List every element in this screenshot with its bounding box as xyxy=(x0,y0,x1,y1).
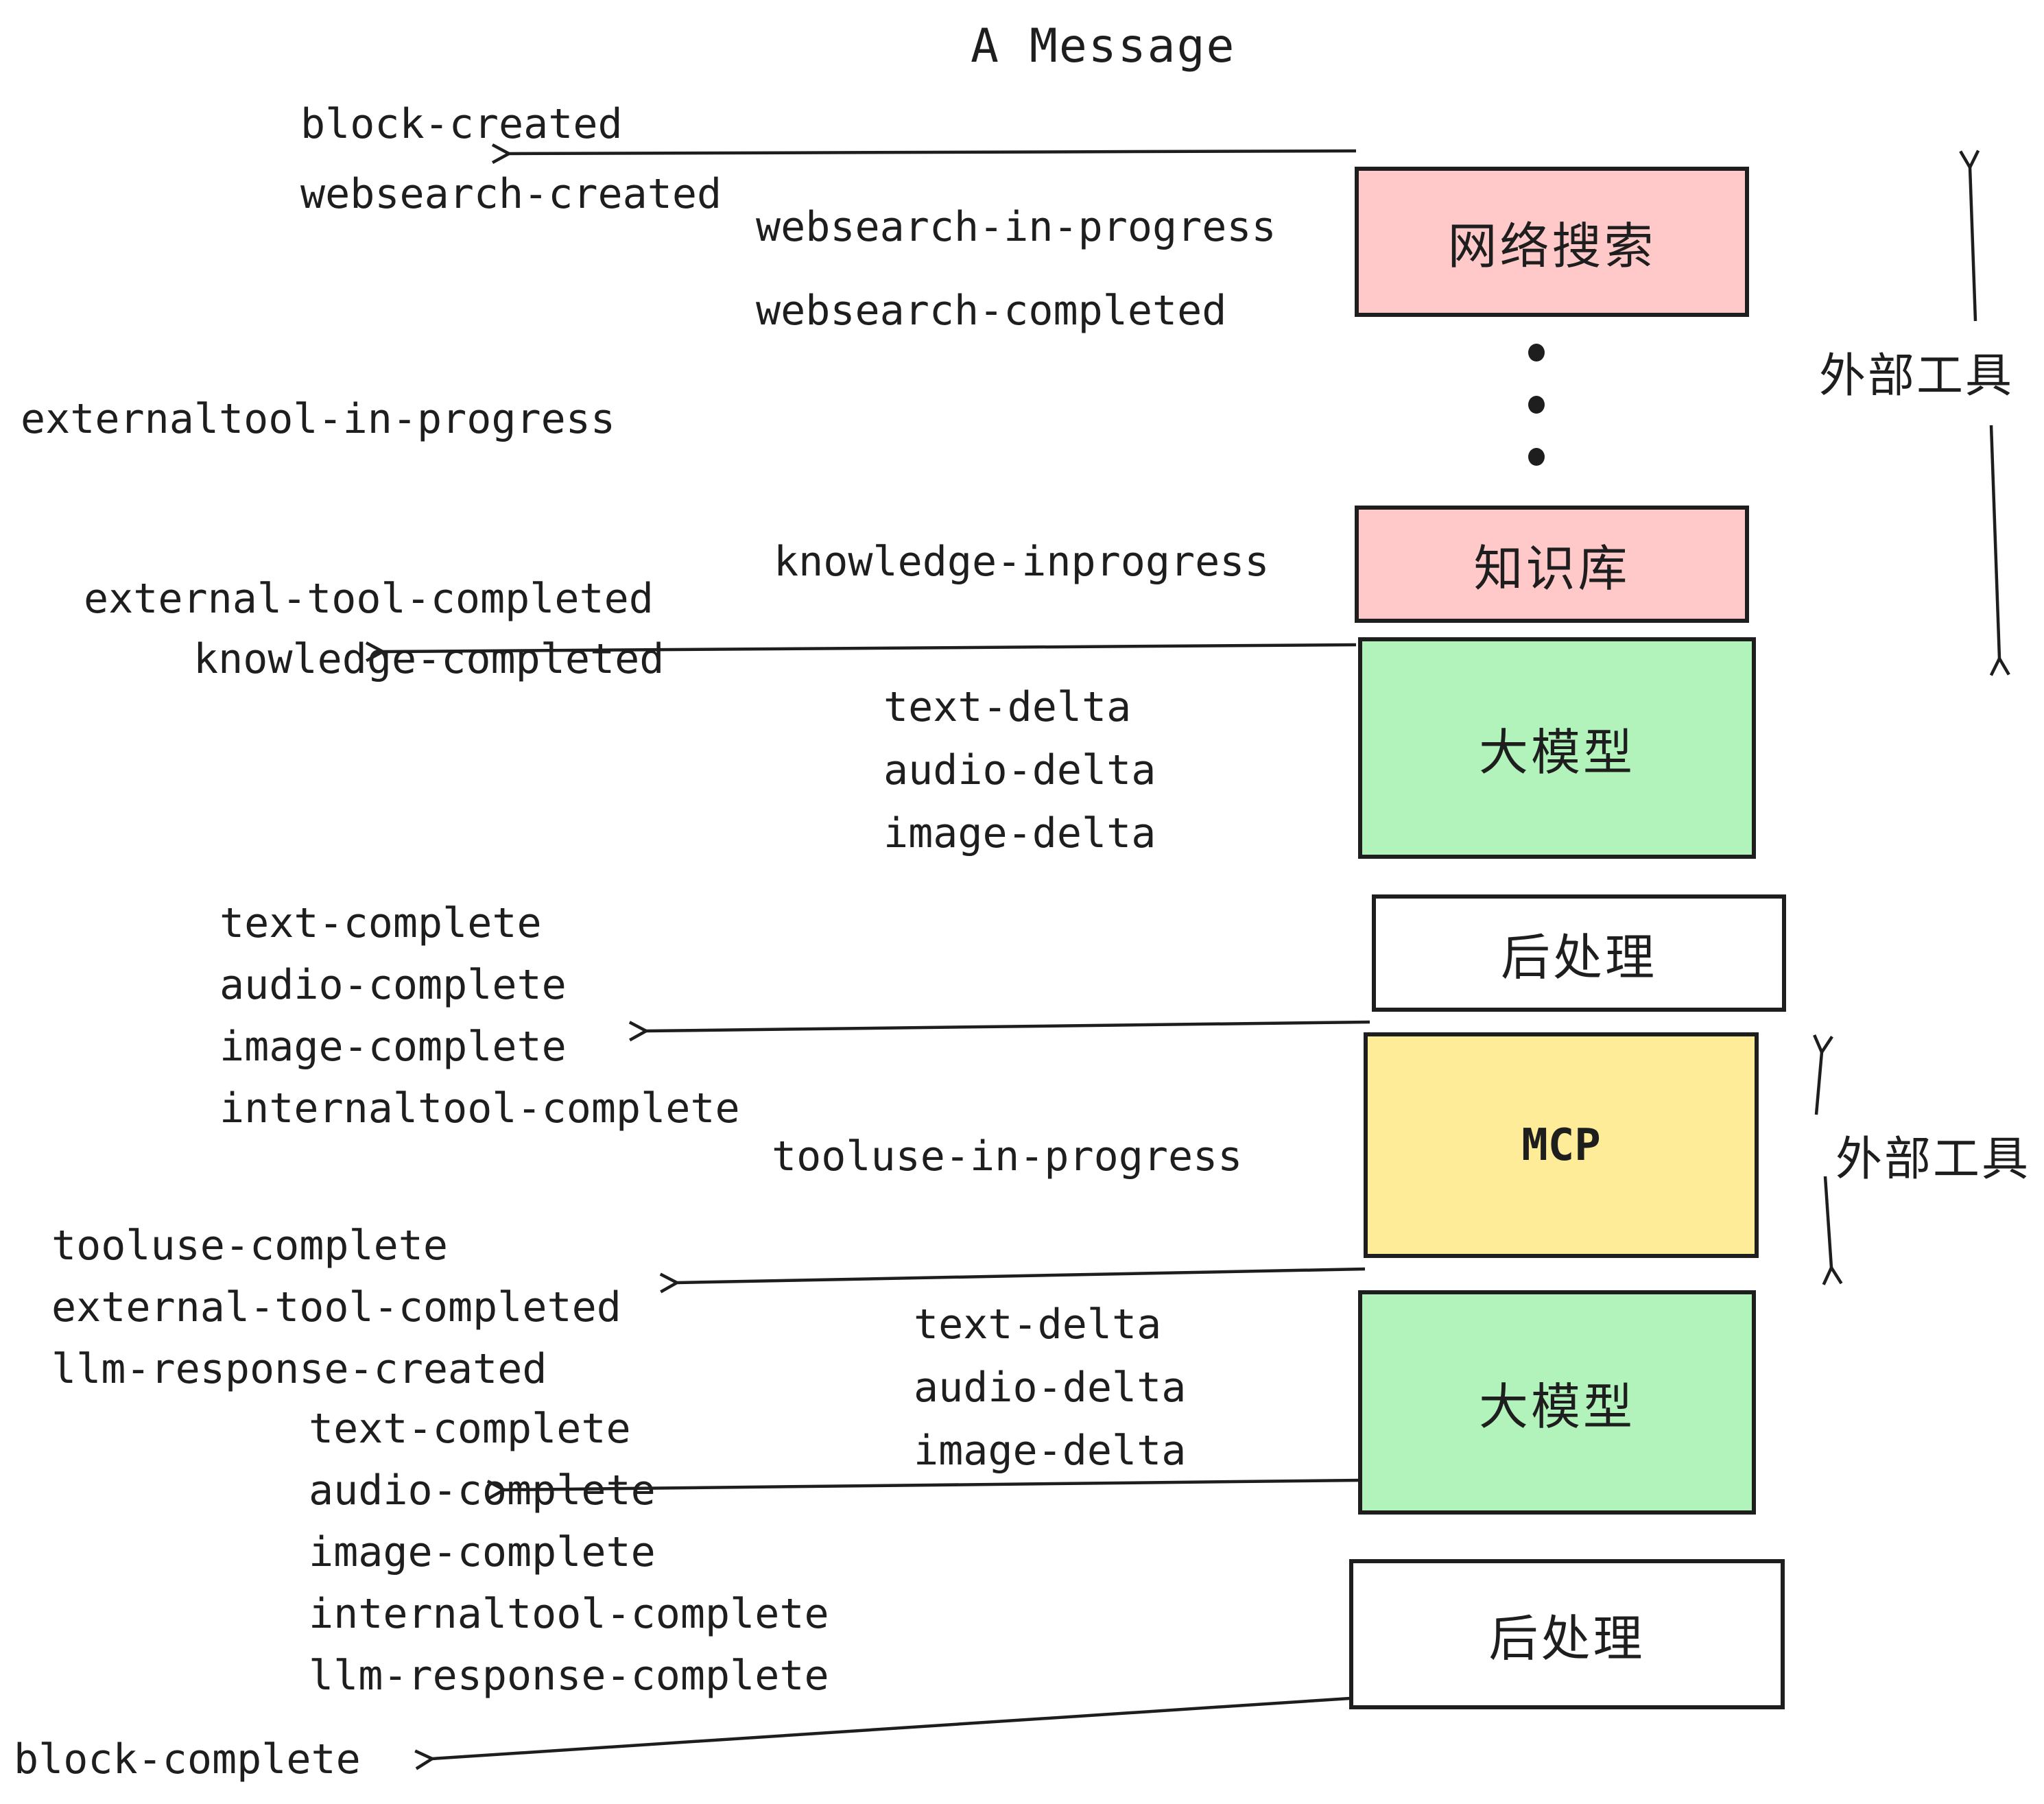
event-external-tool-completed-2: external-tool-completed xyxy=(51,1283,621,1331)
event-llm-response-created: llm-response-created xyxy=(51,1345,547,1393)
box-postprocess-1-label: 后处理 xyxy=(1500,929,1657,986)
event-audio-delta-2: audio-delta xyxy=(914,1364,1187,1412)
event-image-complete-2: image-complete xyxy=(309,1528,656,1576)
arrow-external-tools-1-up xyxy=(1970,167,1975,322)
event-audio-complete-2: audio-complete xyxy=(309,1467,656,1515)
event-text-complete-2: text-complete xyxy=(309,1405,631,1453)
event-internaltool-complete-1: internaltool-complete xyxy=(219,1084,740,1132)
arrow-post2-to-block-complete xyxy=(432,1696,1351,1759)
dot xyxy=(1528,396,1545,414)
event-tooluse-complete: tooluse-complete xyxy=(51,1222,448,1270)
arrow-post1-to-image-complete xyxy=(646,1020,1370,1031)
event-image-delta-1: image-delta xyxy=(883,809,1156,857)
box-llm-2: 大模型 xyxy=(1358,1290,1756,1515)
box-knowledge: 知识库 xyxy=(1355,506,1749,623)
event-tooluse-in-progress: tooluse-in-progress xyxy=(772,1132,1243,1180)
event-internaltool-complete-2: internaltool-complete xyxy=(309,1590,829,1638)
event-block-complete: block-complete xyxy=(14,1735,361,1783)
side-label-external-tools-1: 外部工具 xyxy=(1819,349,2015,403)
event-image-delta-2: image-delta xyxy=(914,1427,1187,1475)
event-audio-complete-1: audio-complete xyxy=(219,961,567,1009)
event-text-complete-1: text-complete xyxy=(219,899,542,947)
event-audio-delta-1: audio-delta xyxy=(883,746,1156,794)
event-image-complete-1: image-complete xyxy=(219,1023,567,1071)
arrow-external-tools-1-down xyxy=(1989,425,1999,658)
event-externaltool-in-progress: externaltool-in-progress xyxy=(21,395,615,443)
event-websearch-created: websearch-created xyxy=(300,170,722,218)
dot xyxy=(1528,448,1545,466)
box-postprocess-2-label: 后处理 xyxy=(1488,1610,1645,1667)
ellipsis-dots xyxy=(1528,344,1545,500)
box-mcp-label: MCP xyxy=(1521,1119,1601,1171)
event-knowledge-completed: knowledge-completed xyxy=(193,635,665,683)
box-llm-1: 大模型 xyxy=(1358,637,1756,859)
box-llm-2-label: 大模型 xyxy=(1478,1378,1635,1436)
event-text-delta-2: text-delta xyxy=(914,1301,1162,1349)
event-external-tool-completed-1: external-tool-completed xyxy=(84,575,654,623)
box-mcp: MCP xyxy=(1364,1032,1759,1258)
event-llm-response-complete: llm-response-complete xyxy=(309,1652,829,1700)
box-websearch: 网络搜索 xyxy=(1355,167,1749,317)
box-postprocess-2: 后处理 xyxy=(1349,1559,1785,1709)
box-llm-1-label: 大模型 xyxy=(1478,724,1635,781)
diagram-title: A Message xyxy=(971,19,1236,73)
arrow-mcp-to-external-tool-completed xyxy=(677,1267,1366,1283)
box-knowledge-label: 知识库 xyxy=(1473,540,1630,597)
arrow-external-tools-2-up xyxy=(1816,1052,1822,1115)
event-block-created: block-created xyxy=(300,100,623,148)
event-websearch-in-progress: websearch-in-progress xyxy=(756,203,1276,251)
box-websearch-label: 网络搜索 xyxy=(1447,217,1656,275)
dot xyxy=(1528,344,1545,361)
side-label-external-tools-2: 外部工具 xyxy=(1835,1132,2031,1187)
box-postprocess-1: 后处理 xyxy=(1372,894,1786,1012)
event-knowledge-inprogress: knowledge-inprogress xyxy=(774,538,1270,586)
event-text-delta-1: text-delta xyxy=(883,683,1132,731)
arrow-websearch-to-block-created xyxy=(509,151,1357,154)
event-websearch-completed: websearch-completed xyxy=(756,287,1227,335)
arrow-external-tools-2-down xyxy=(1825,1176,1831,1268)
